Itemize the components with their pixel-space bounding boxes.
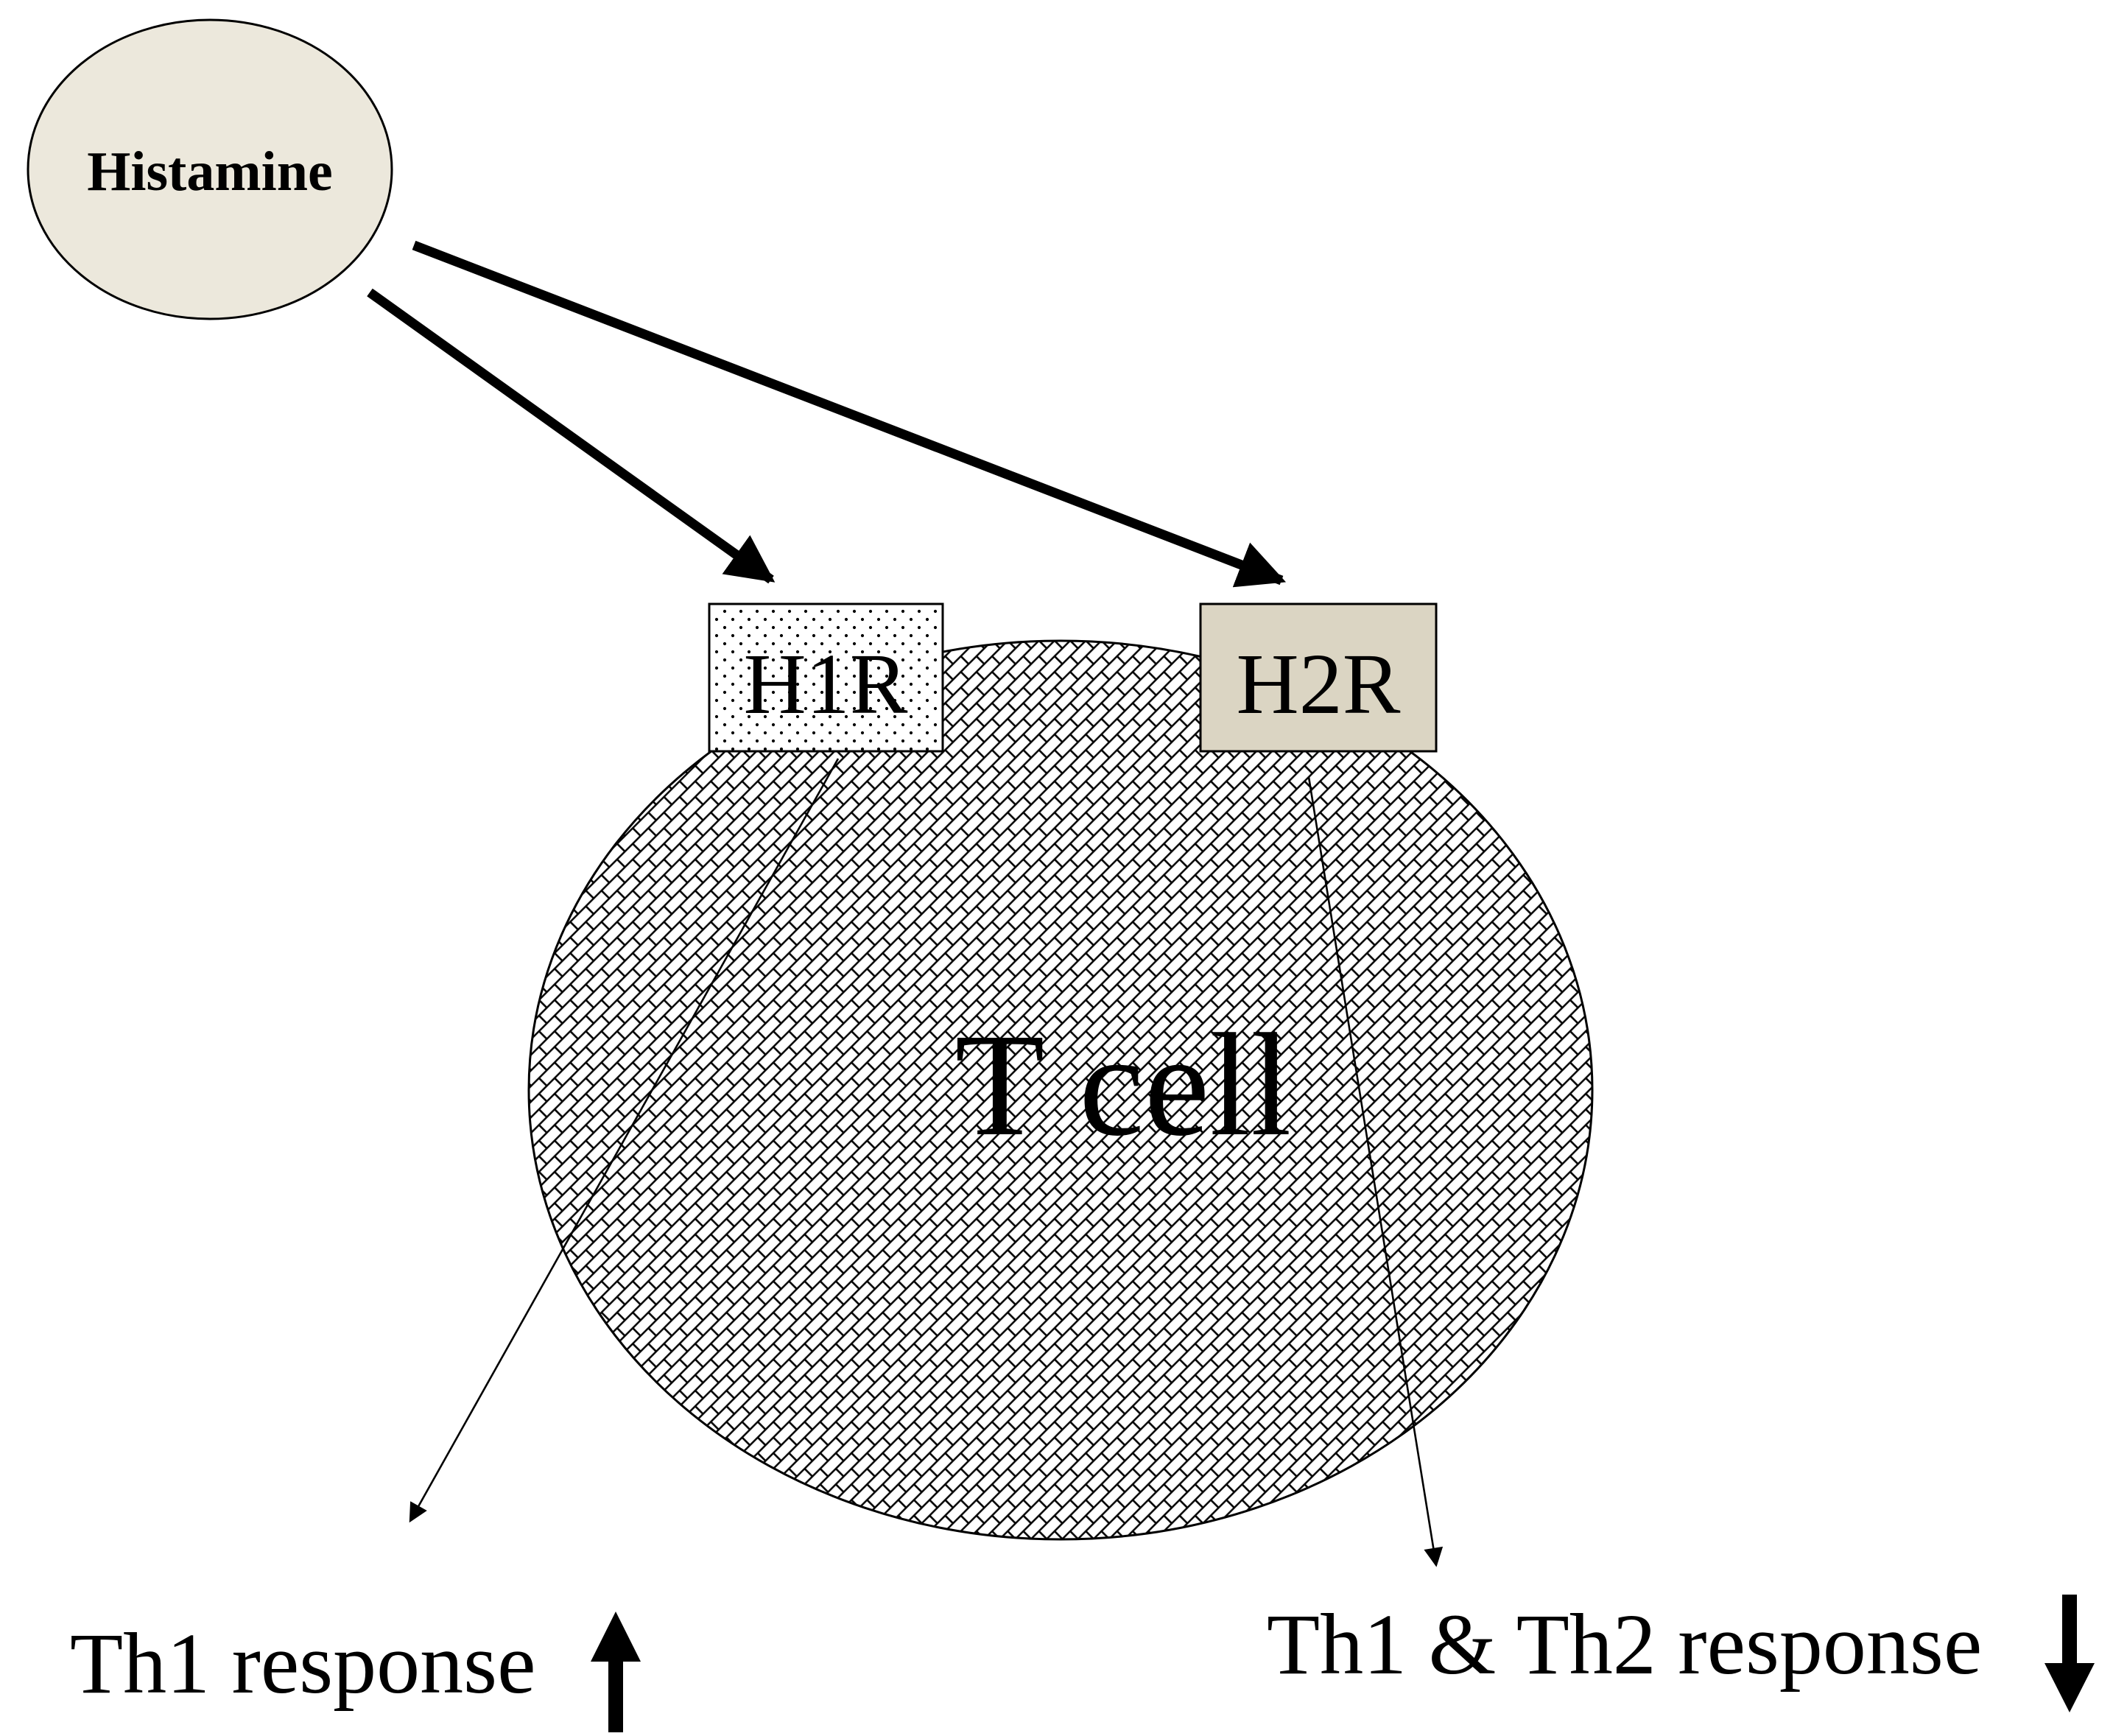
h1r-node [708, 602, 944, 753]
tcell-label: T cell [954, 1004, 1291, 1167]
th1-response-label: Th1 response [70, 1615, 535, 1712]
edge-histamine-to-h2r [412, 240, 1287, 588]
histamine-node [27, 18, 393, 320]
histamine-label: Histamine [87, 141, 333, 203]
tcell-node [527, 639, 1594, 1541]
down-arrow-icon [2045, 1595, 2095, 1712]
h2r-node [1199, 602, 1438, 753]
edge-histamine-to-h1r [367, 288, 776, 584]
edge-h1r-to-th1-response [409, 758, 840, 1523]
h1r-label: H1R [744, 636, 908, 732]
h2r-label: H2R [1237, 636, 1401, 732]
edge-h2r-to-th1-th2-response [1307, 776, 1444, 1567]
up-arrow-icon [591, 1612, 641, 1732]
th1-th2-response-label: Th1 & Th2 response [1267, 1596, 1982, 1693]
